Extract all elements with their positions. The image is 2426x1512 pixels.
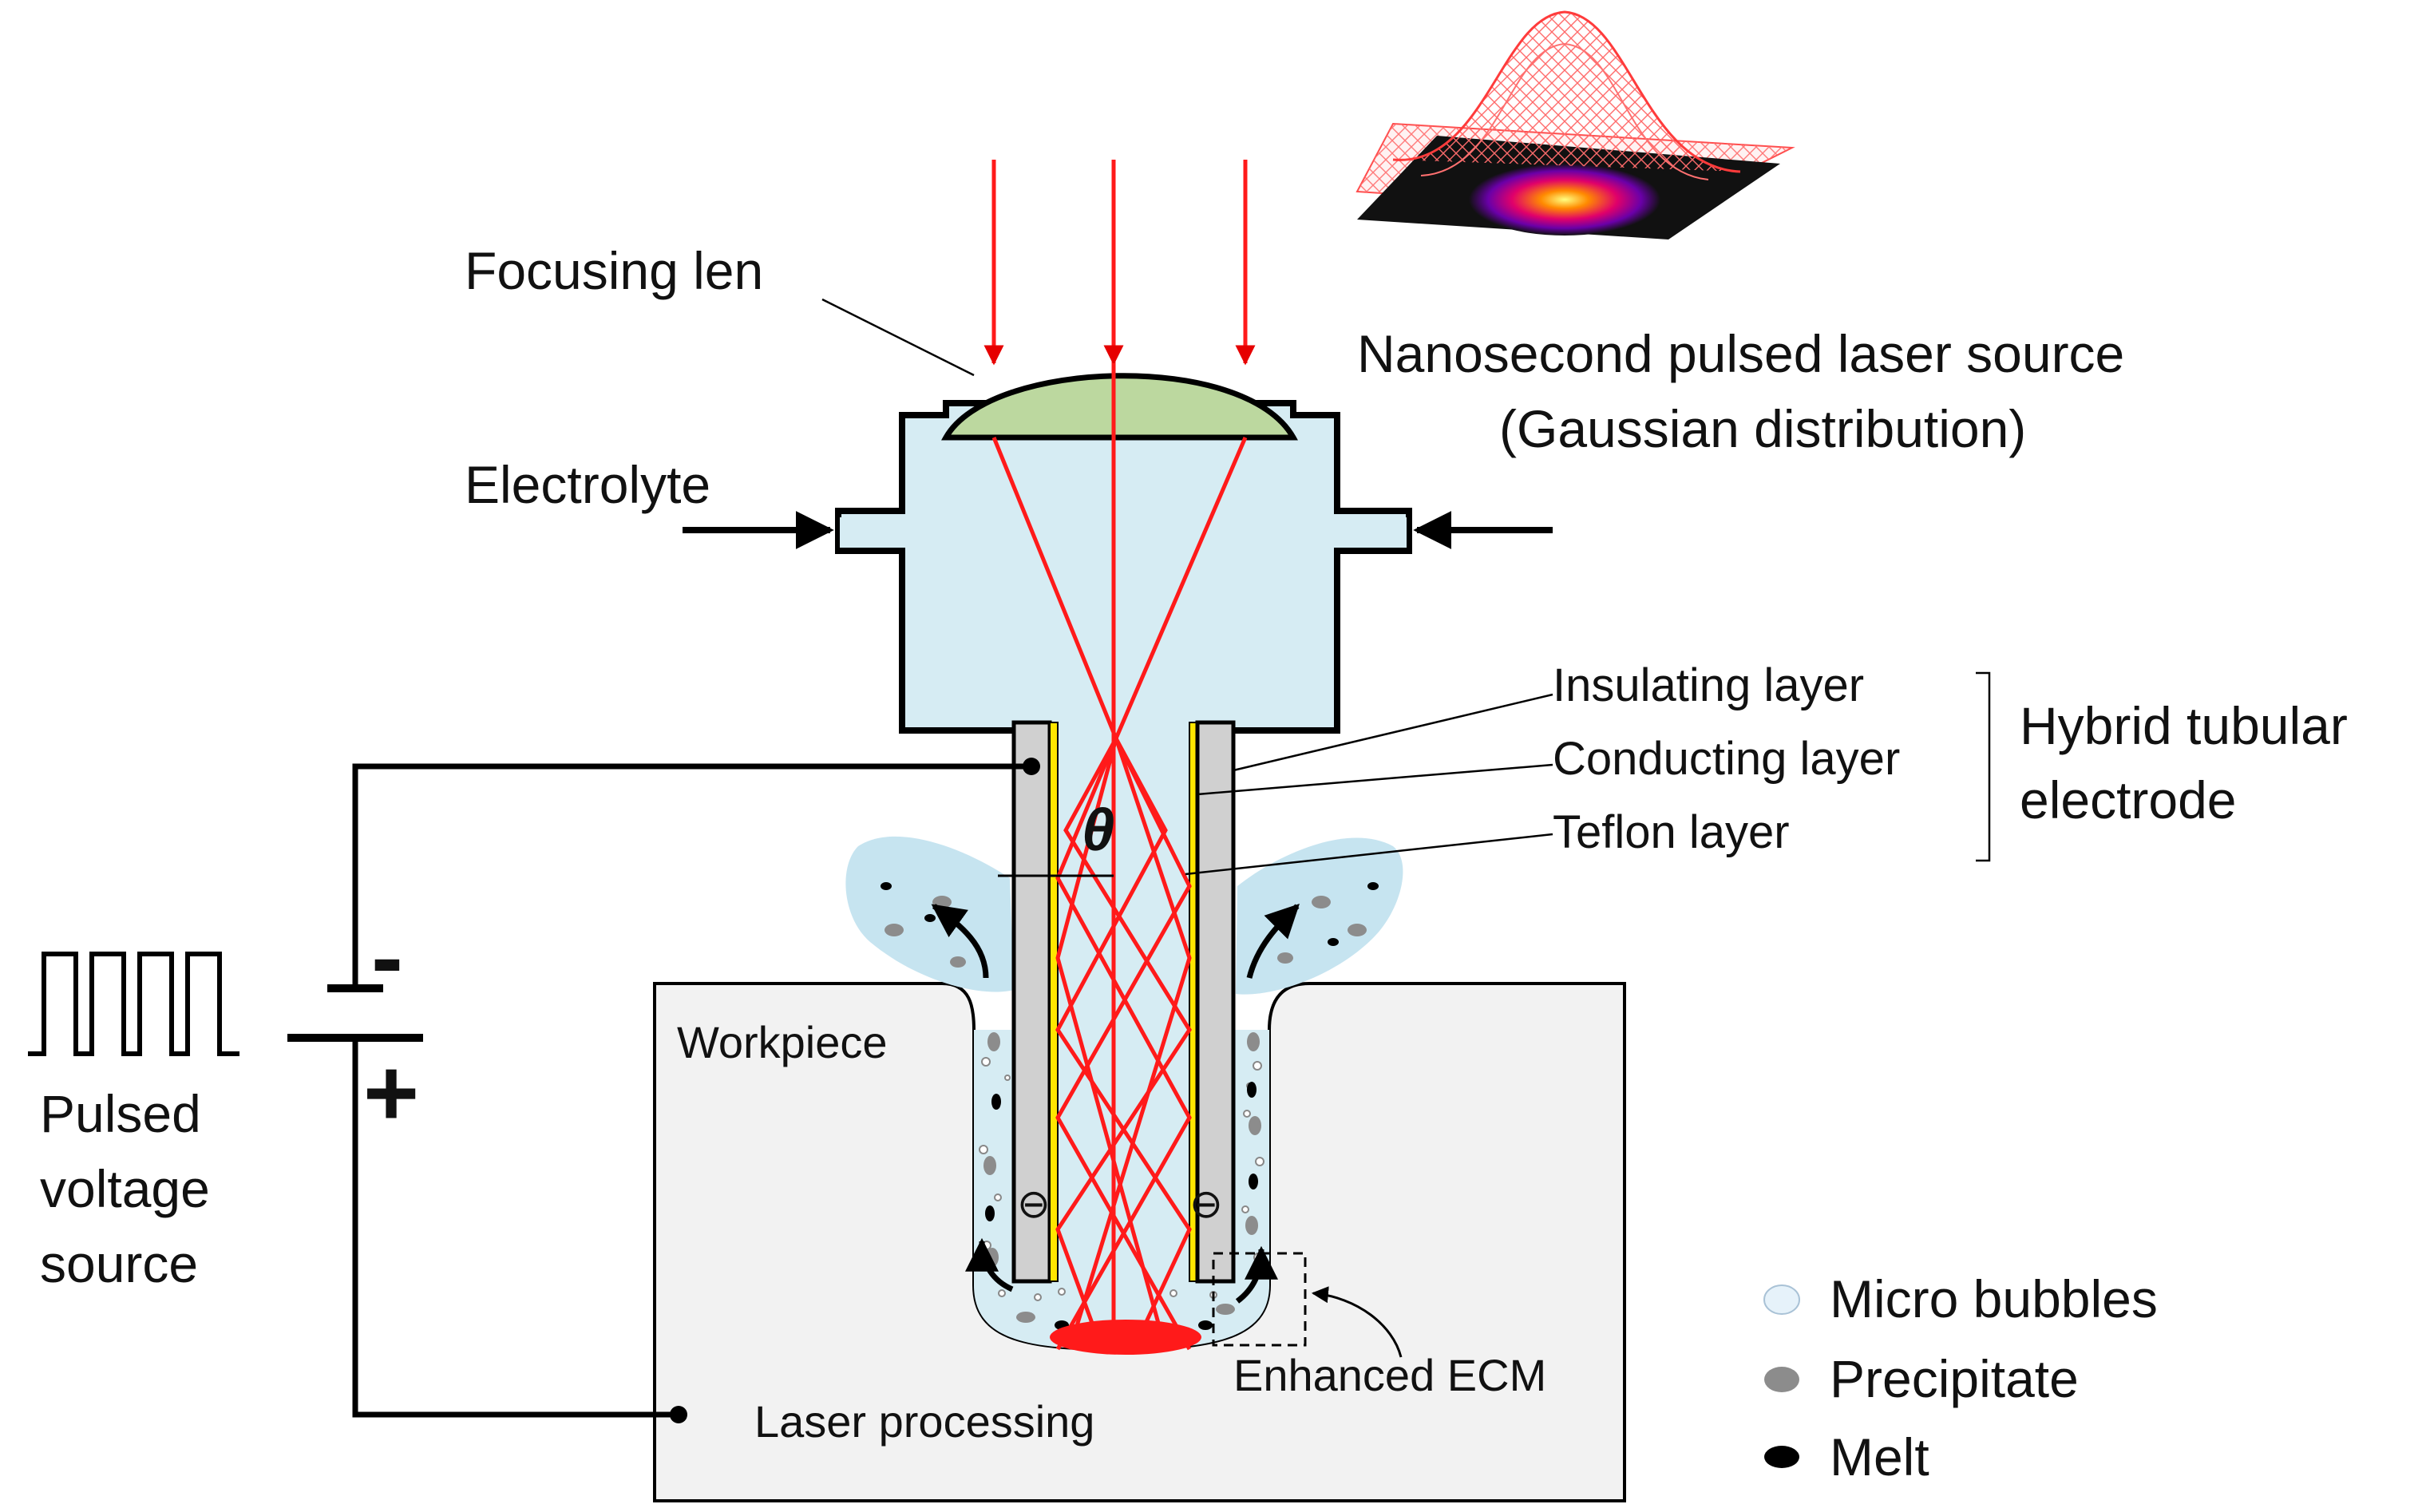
focusing-len-label: Focusing len <box>465 241 763 300</box>
plus-sign: + <box>363 1039 419 1146</box>
enhanced-ecm-box <box>1212 1252 1307 1347</box>
minus-sign: - <box>371 904 403 1011</box>
legend-melt-label: Melt <box>1830 1427 1929 1486</box>
workpiece-label: Workpiece <box>677 1017 888 1067</box>
pulse-waveform-icon <box>28 952 239 1056</box>
right-electrode-wall <box>1189 720 1236 1284</box>
laser-processing-label: Laser processing <box>754 1396 1094 1447</box>
left-electrode-wall <box>1011 720 1059 1284</box>
hybrid-electrode-label-2: electrode <box>2020 770 2237 829</box>
legend: Micro bubbles Precipitate Melt <box>1763 1269 2158 1486</box>
ion-left: ⊖ <box>1017 1181 1051 1226</box>
enhanced-ecm-label: Enhanced ECM <box>1233 1350 1546 1400</box>
flow-arrows <box>931 904 1300 1304</box>
laser-source-subtitle: (Gaussian distribution) <box>1499 399 2026 458</box>
theta-label: θ <box>1082 797 1114 863</box>
hybrid-electrode-label-1: Hybrid tubular <box>2020 696 2348 755</box>
legend-precipitate-label: Precipitate <box>1830 1349 2079 1408</box>
electrolyte-label: Electrolyte <box>465 455 710 514</box>
pulsed-label-1: Pulsed <box>40 1084 201 1143</box>
legend-precipitate-swatch <box>1764 1367 1799 1392</box>
conducting-layer-label: Conducting layer <box>1553 733 1900 785</box>
leader-lines <box>821 298 1991 876</box>
legend-micro-bubbles-swatch <box>1763 1284 1800 1315</box>
teflon-layer-label: Teflon layer <box>1553 806 1790 858</box>
circuit-wires <box>352 763 1031 1418</box>
laser-spot <box>1050 1320 1201 1355</box>
laser-source-title: Nanosecond pulsed laser source <box>1357 324 2124 383</box>
insulating-layer-label: Insulating layer <box>1553 659 1864 711</box>
legend-micro-bubbles-label: Micro bubbles <box>1830 1269 2158 1328</box>
legend-melt-swatch <box>1764 1446 1799 1468</box>
laser-beams <box>983 160 1256 1351</box>
gaussian-profile-graphic <box>1355 10 1795 239</box>
electrolyte-chamber <box>835 400 1412 734</box>
pulsed-label-2: voltage <box>40 1159 210 1218</box>
ion-right: ⊖ <box>1189 1181 1223 1226</box>
pulsed-label-3: source <box>40 1234 198 1293</box>
focusing-lens <box>941 373 1298 441</box>
right-plume <box>1236 837 1403 995</box>
